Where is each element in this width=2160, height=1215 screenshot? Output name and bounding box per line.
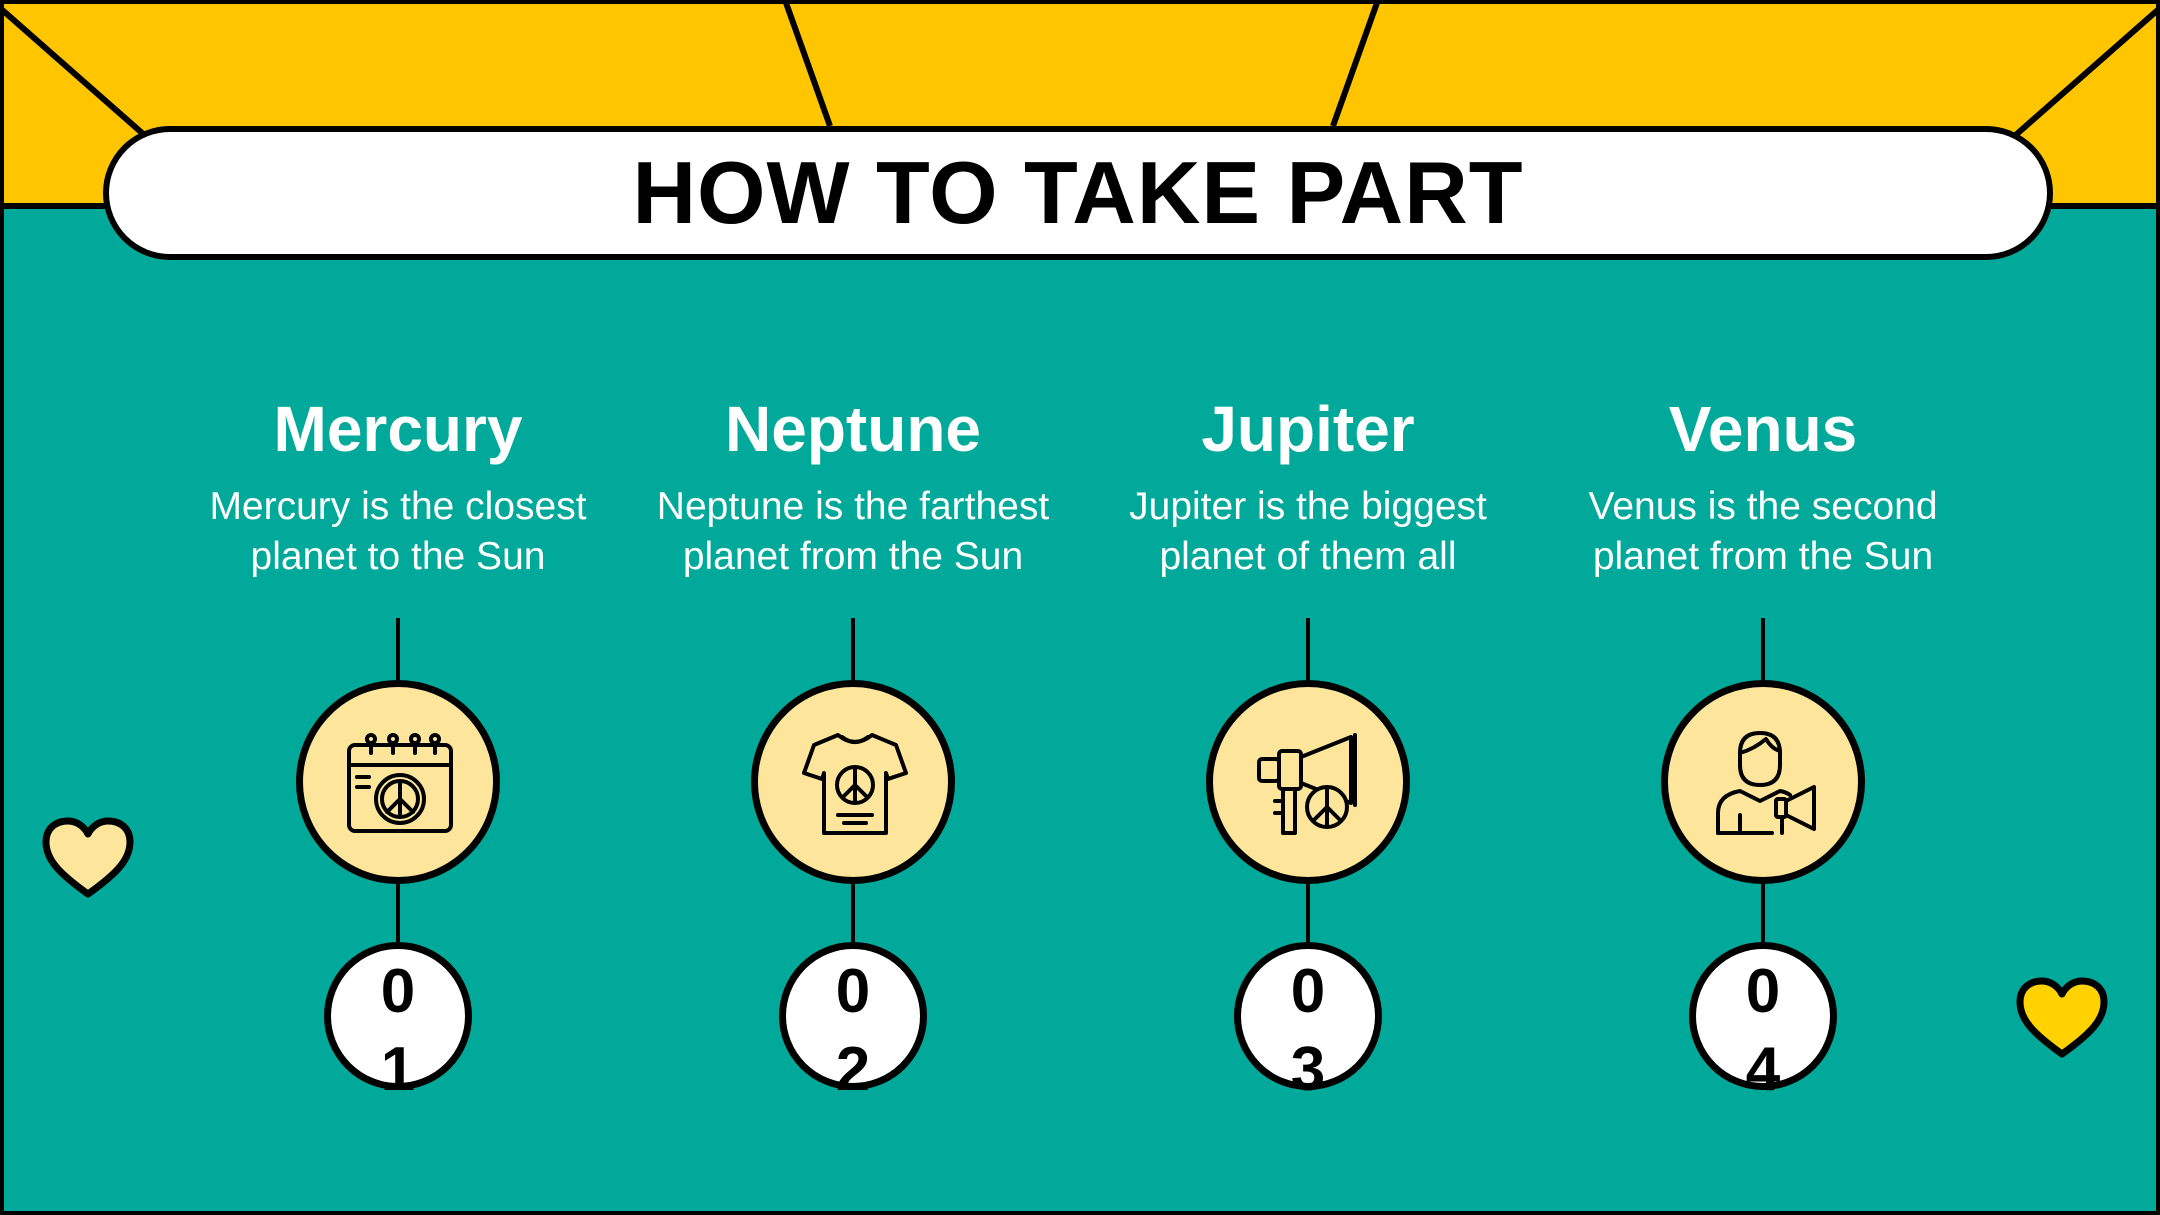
person-megaphone-icon	[1716, 731, 1816, 835]
step-number: 03	[1290, 957, 1326, 1104]
step-description: Venus is the second planet from the Sun	[1588, 485, 1938, 578]
step-number-badge: 02	[779, 942, 927, 1104]
step-description: Jupiter is the biggest planet of them al…	[1129, 485, 1487, 578]
title-banner	[103, 126, 2053, 260]
step-title: Mercury	[273, 393, 523, 465]
calendar-peace-icon	[347, 733, 453, 833]
step-number-badge: 03	[1234, 942, 1382, 1104]
step-title: Jupiter	[1201, 393, 1415, 465]
heart-icon	[2016, 977, 2108, 1058]
megaphone-peace-icon	[1257, 733, 1357, 835]
step-number: 01	[380, 957, 416, 1104]
step-icon-circle	[1206, 680, 1410, 884]
step-column-4: Venus Venus is the second planet from th…	[1543, 0, 1983, 1215]
step-number: 02	[835, 957, 871, 1104]
connector-line	[396, 880, 400, 942]
connector-line	[1761, 880, 1765, 942]
step-icon-circle	[751, 680, 955, 884]
connector-line	[1761, 618, 1765, 680]
step-description: Mercury is the closest planet to the Sun	[209, 485, 587, 578]
step-number-badge: 01	[324, 942, 472, 1104]
connector-line	[1306, 880, 1310, 942]
step-icon-circle	[296, 680, 500, 884]
step-number: 04	[1745, 957, 1781, 1104]
tshirt-peace-icon	[802, 733, 908, 835]
heart-icon	[42, 817, 134, 898]
connector-line	[851, 618, 855, 680]
connector-line	[396, 618, 400, 680]
connector-line	[1306, 618, 1310, 680]
step-column-2: Neptune Neptune is the farthest planet f…	[633, 0, 1073, 1215]
page-title: HOW TO TAKE PART	[632, 143, 1524, 242]
step-number-badge: 04	[1689, 942, 1837, 1104]
step-column-3: Jupiter Jupiter is the biggest planet of…	[1088, 0, 1528, 1215]
step-title: Venus	[1668, 393, 1858, 465]
step-column-1: Mercury Mercury is the closest planet to…	[178, 0, 618, 1215]
step-icon-circle	[1661, 680, 1865, 884]
connector-line	[851, 880, 855, 942]
step-title: Neptune	[725, 393, 981, 465]
step-description: Neptune is the farthest planet from the …	[656, 485, 1050, 578]
